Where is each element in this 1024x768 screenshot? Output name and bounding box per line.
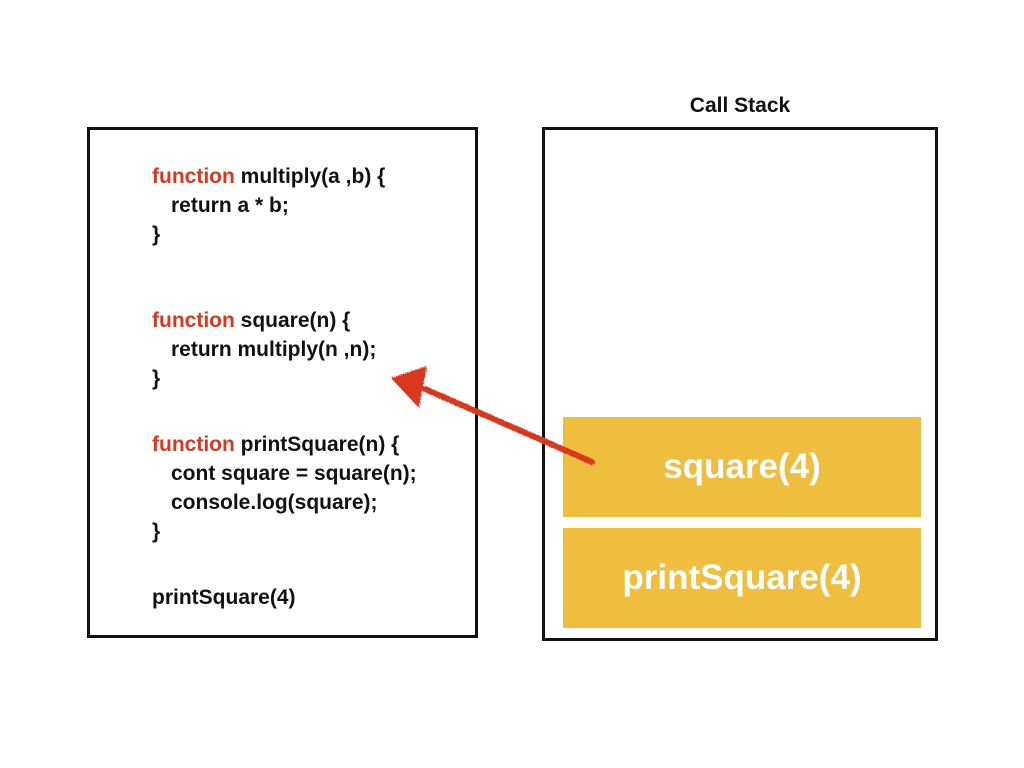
code-keyword: function xyxy=(152,309,235,332)
code-line-multiply-close: } xyxy=(152,223,161,246)
code-line-square-return: return multiply(n ,n); xyxy=(171,338,377,361)
code-line-multiply-return: return a * b; xyxy=(171,194,289,217)
call-stack-panel: square(4) printSquare(4) xyxy=(542,127,938,641)
code-line-printsquare-call: printSquare(4) xyxy=(152,586,296,609)
code-text: square(n) { xyxy=(234,309,351,332)
code-keyword: function xyxy=(152,433,235,456)
code-line-square-close: } xyxy=(152,367,161,390)
code-line-printsquare-declaration: function printSquare(n) { xyxy=(152,433,399,457)
stack-frame-square: square(4) xyxy=(563,417,921,517)
code-line-square-declaration: function square(n) { xyxy=(152,309,350,333)
code-line-printsquare-assign: cont square = square(n); xyxy=(171,462,417,485)
call-stack-title: Call Stack xyxy=(689,94,791,117)
code-line-multiply-declaration: function multiply(a ,b) { xyxy=(152,165,385,189)
code-keyword: function xyxy=(152,165,235,188)
code-text: multiply(a ,b) { xyxy=(234,165,386,188)
code-line-printsquare-log: console.log(square); xyxy=(171,491,378,514)
stack-frame-printsquare: printSquare(4) xyxy=(563,528,921,628)
code-line-printsquare-close: } xyxy=(152,520,161,543)
code-text: printSquare(n) { xyxy=(234,433,400,456)
code-panel: function multiply(a ,b) { return a * b; … xyxy=(87,127,478,638)
